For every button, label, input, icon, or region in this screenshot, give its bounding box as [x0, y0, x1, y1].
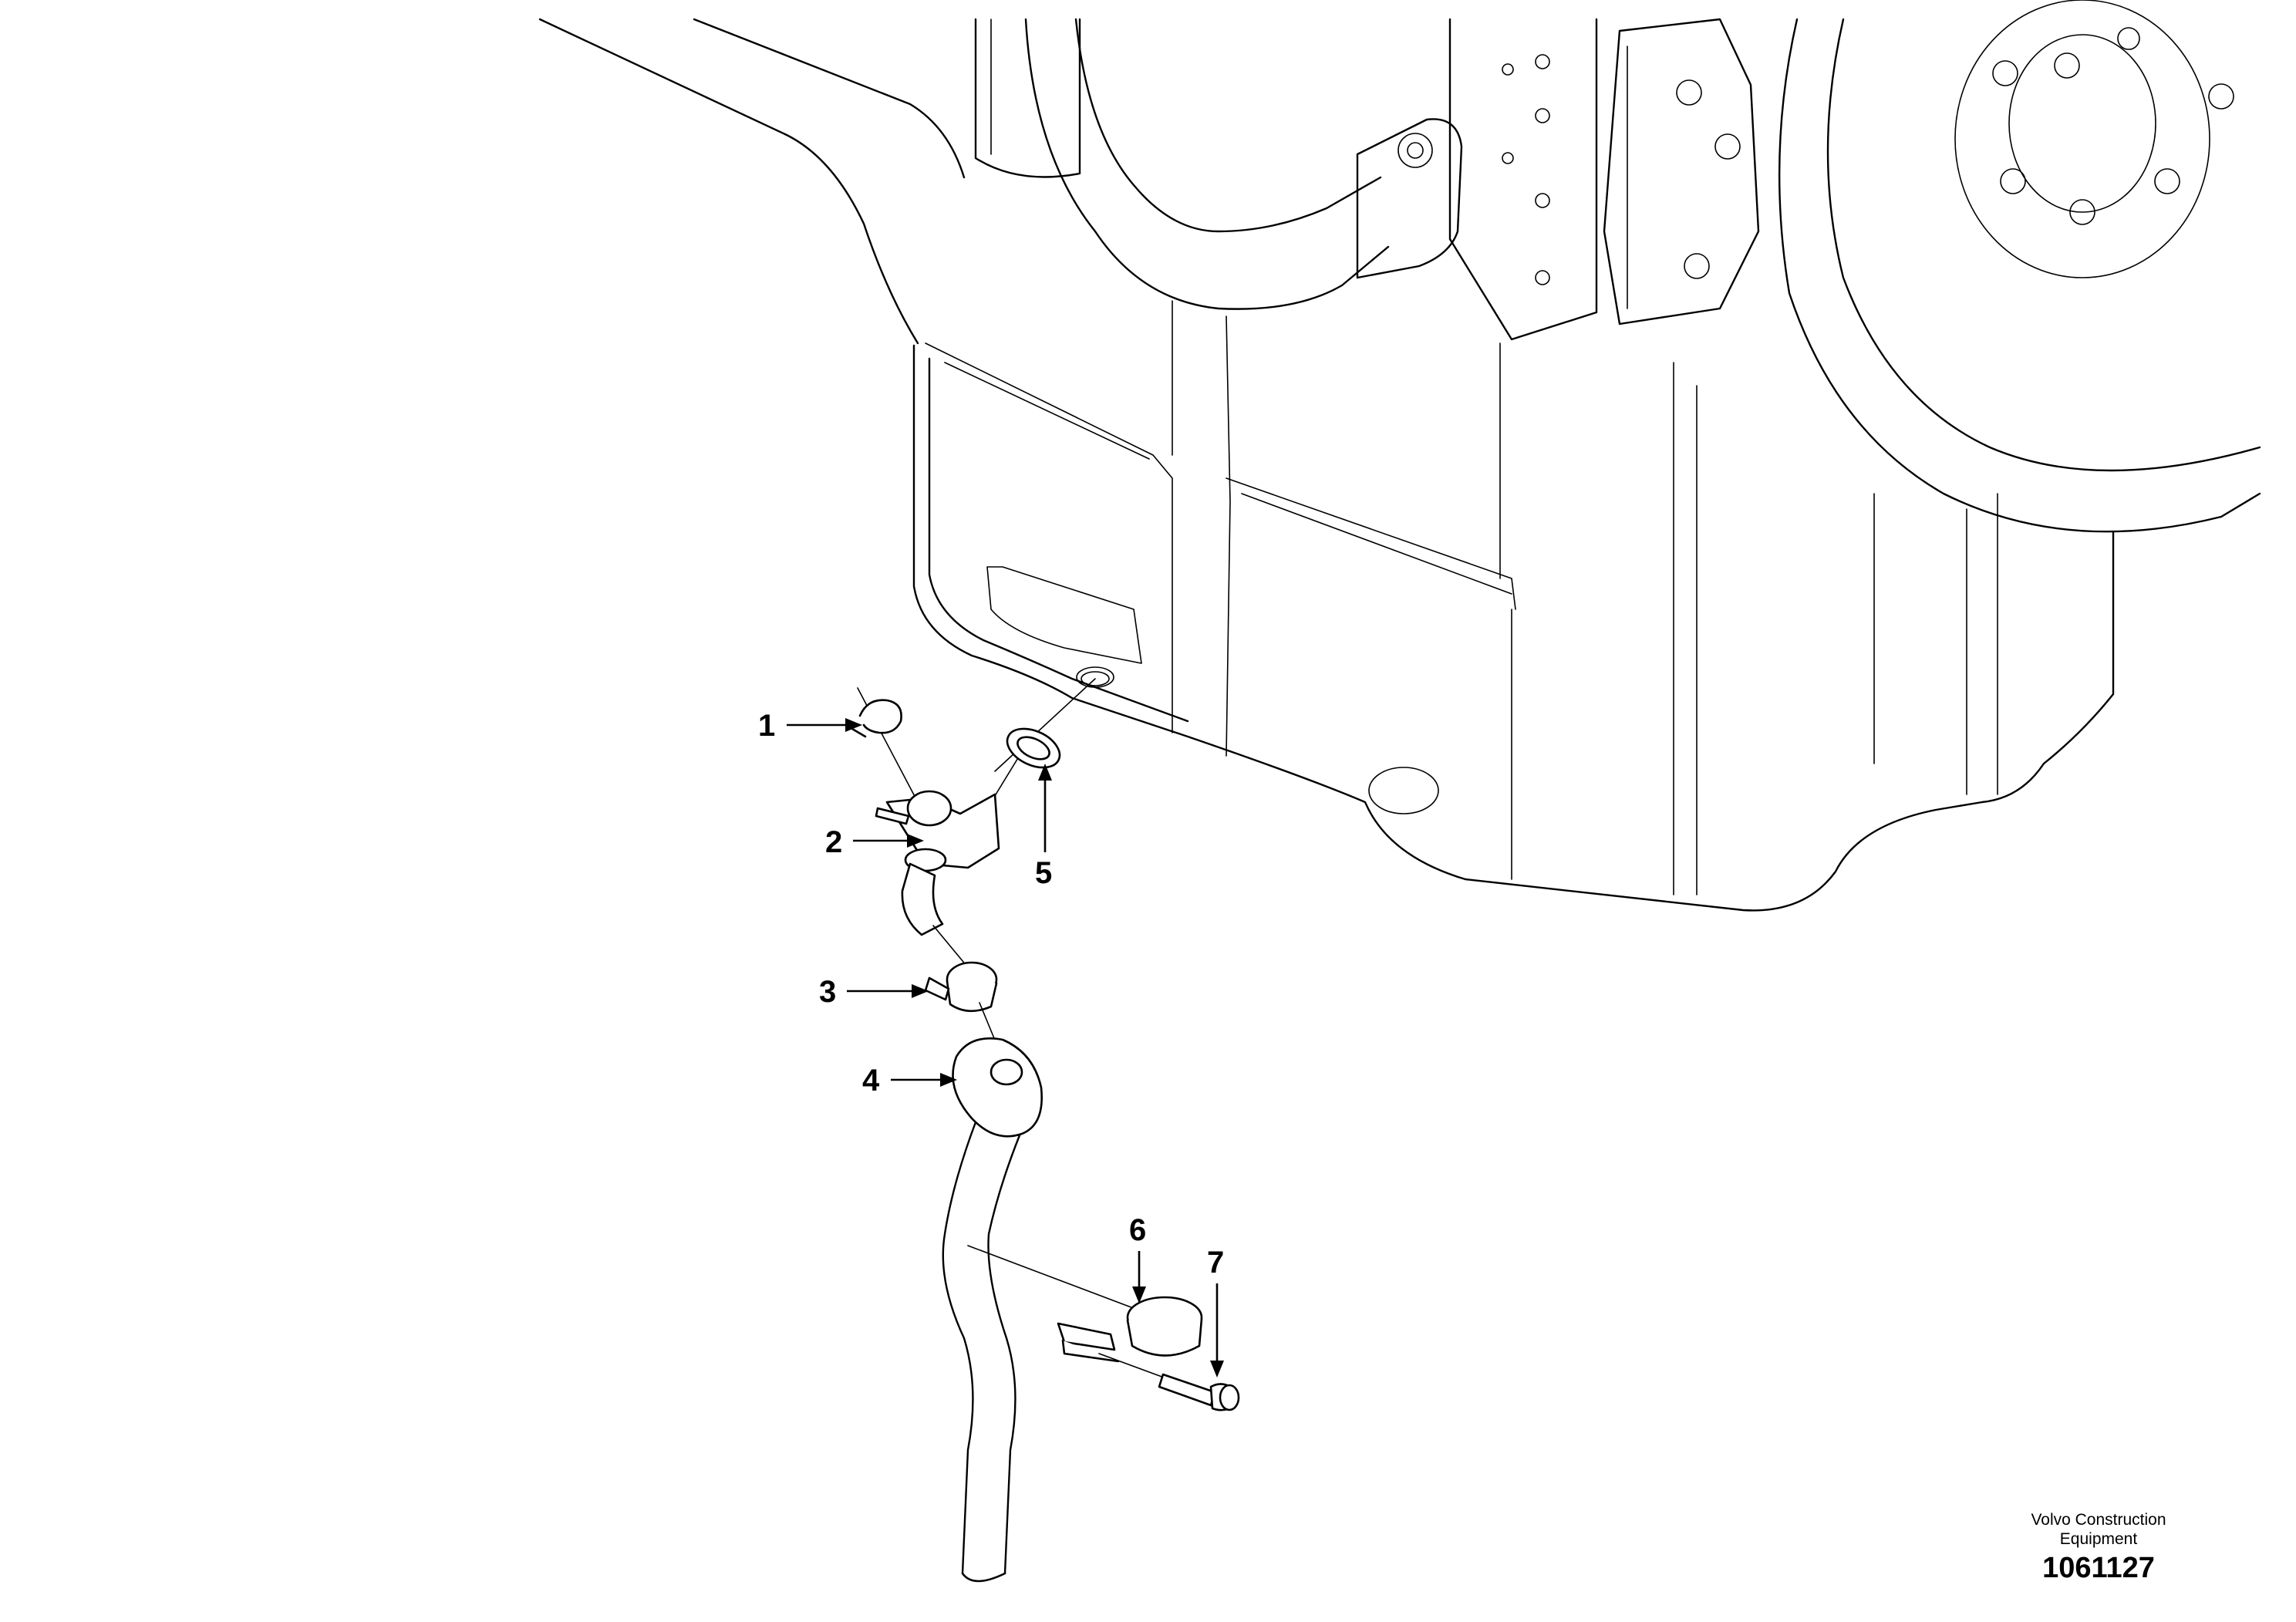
- flange-screw-part: [1098, 1353, 1240, 1411]
- rubber-clamp-part: [967, 1245, 1203, 1363]
- drawing-number: 1061127: [2042, 1552, 2155, 1584]
- brand-line-2: Equipment: [2059, 1530, 2138, 1548]
- callout-5: 5: [1035, 764, 1052, 890]
- callout-3: 3: [819, 975, 929, 1009]
- drain-hose-part: [942, 1037, 1043, 1583]
- brand-line-1: Volvo Construction: [2031, 1511, 2166, 1529]
- callout-label: 4: [862, 1064, 880, 1098]
- drain-valve-part: [875, 790, 1000, 936]
- callout-label: 6: [1129, 1213, 1146, 1247]
- callout-label: 2: [825, 825, 842, 859]
- engine-upper-section: [974, 0, 2261, 533]
- callout-2: 2: [825, 825, 924, 859]
- exploded-parts: [851, 678, 1240, 1583]
- oil-sump-housing: [538, 18, 2115, 912]
- callout-label: 7: [1207, 1246, 1224, 1280]
- callout-label: 5: [1035, 856, 1052, 890]
- callout-4: 4: [862, 1064, 957, 1098]
- hose-clamp-part: [924, 961, 998, 1013]
- callout-6: 6: [1129, 1213, 1146, 1303]
- callout-label: 3: [819, 975, 836, 1009]
- callout-label: 1: [758, 709, 775, 743]
- callout-7: 7: [1207, 1246, 1224, 1378]
- brand-label: Volvo Construction Equipment: [1975, 1510, 2222, 1549]
- spring-clip-part: [851, 687, 919, 803]
- callout-1: 1: [758, 709, 862, 743]
- sealing-ring-part: [1006, 727, 1061, 769]
